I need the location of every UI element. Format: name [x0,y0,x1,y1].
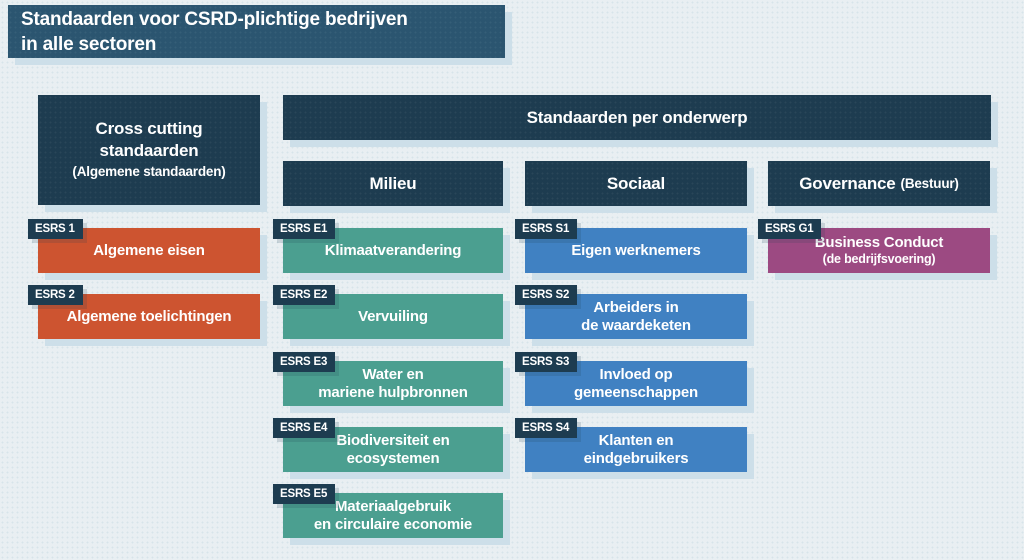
header-milieu: Milieu [283,161,503,206]
page-title: Standaarden voor CSRD-plichtige bedrijve… [21,8,408,55]
esrs-s4-tag: ESRS S4 [515,418,578,438]
sociaal-title: Sociaal [606,173,666,193]
card-esrs-1: ESRS 1 Algemene eisen [28,219,260,273]
card-esrs-2: ESRS 2 Algemene toelichtingen [28,285,260,339]
esrs-g1-tag: ESRS G1 [758,219,822,239]
card-label: Invloed op gemeenschappen [574,365,698,401]
card-label: Klanten en eindgebruikers [583,431,689,467]
esrs-e5-tag: ESRS E5 [273,484,336,504]
card-esrs-s3: ESRS S3 Invloed op gemeenschappen [515,352,747,406]
card-label: Arbeiders in de waardeketen [581,298,691,334]
card-esrs-e3: ESRS E3 Water en mariene hulpbronnen [273,352,503,406]
card-esrs-g1: ESRS G1 Business Conduct (de bedrijfsvoe… [758,219,990,273]
card-label: Eigen werknemers [571,241,701,259]
card-esrs-e4: ESRS E4 Biodiversiteit en ecosystemen [273,418,503,472]
card-label: Algemene eisen [93,241,205,259]
esrs-e2-tag: ESRS E2 [273,285,336,305]
esrs-s2-tag: ESRS S2 [515,285,578,305]
card-esrs-s2: ESRS S2 Arbeiders in de waardeketen [515,285,747,339]
esrs-s3-tag: ESRS S3 [515,352,578,372]
esrs-s1-tag: ESRS S1 [515,219,578,239]
cross-cutting-title: Cross cutting standaarden [95,119,203,160]
card-label: Algemene toelichtingen [66,307,232,325]
card-esrs-e5: ESRS E5 Materiaalgebruik en circulaire e… [273,484,503,538]
card-label: Water en mariene hulpbronnen [318,365,468,401]
header-cross-cutting: Cross cutting standaarden (Algemene stan… [38,95,260,205]
card-sublabel: (de bedrijfsvoering) [822,252,936,266]
governance-subtitle: (Bestuur) [900,175,959,191]
milieu-title: Milieu [369,173,417,193]
card-esrs-e2: ESRS E2 Vervuiling [273,285,503,339]
card-label: Biodiversiteit en ecosystemen [336,431,450,467]
esrs-e4-tag: ESRS E4 [273,418,336,438]
card-esrs-s1: ESRS S1 Eigen werknemers [515,219,747,273]
per-onderwerp-title: Standaarden per onderwerp [526,107,748,127]
esrs-2-tag: ESRS 2 [28,285,83,305]
cross-cutting-subtitle: (Algemene standaarden) [72,164,226,179]
header-governance: Governance (Bestuur) [768,161,990,206]
esrs-e3-tag: ESRS E3 [273,352,336,372]
card-esrs-s4: ESRS S4 Klanten en eindgebruikers [515,418,747,472]
header-sociaal: Sociaal [525,161,747,206]
esrs-e1-tag: ESRS E1 [273,219,336,239]
esrs-1-tag: ESRS 1 [28,219,83,239]
card-label: Materiaalgebruik en circulaire economie [313,497,473,533]
card-label: Business Conduct [814,234,944,251]
governance-title: Governance [799,173,896,193]
card-esrs-e1: ESRS E1 Klimaatverandering [273,219,503,273]
card-label: Klimaatverandering [324,241,462,259]
title-banner: Standaarden voor CSRD-plichtige bedrijve… [8,5,505,58]
header-standaarden-per-onderwerp: Standaarden per onderwerp [283,95,991,140]
card-label: Vervuiling [358,307,428,325]
